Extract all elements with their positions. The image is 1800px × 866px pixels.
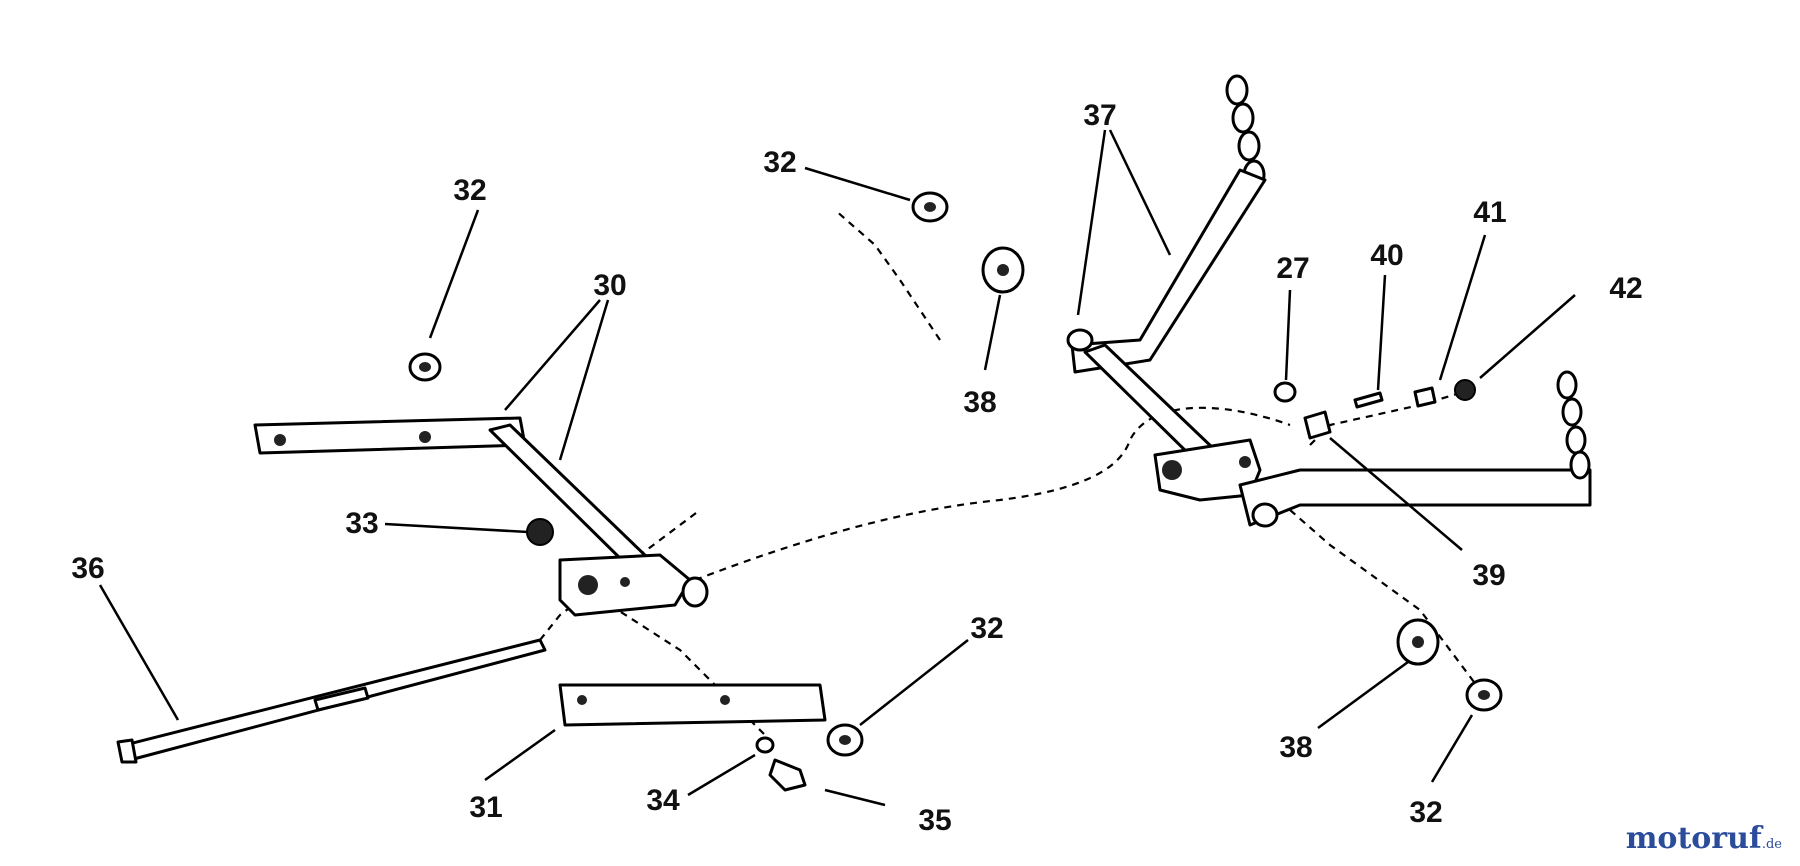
callout-32-lower-right: 32 bbox=[1409, 796, 1442, 829]
arm-hole bbox=[274, 434, 286, 446]
upper-hanger-arm bbox=[1070, 168, 1267, 374]
callout-42: 42 bbox=[1609, 272, 1642, 305]
callout-39: 39 bbox=[1472, 559, 1505, 592]
plate-hole bbox=[620, 577, 630, 587]
rod-clip bbox=[313, 686, 370, 712]
lower-hanger-arm bbox=[1238, 468, 1592, 527]
bracket-hole bbox=[1239, 456, 1251, 468]
washer-hole bbox=[997, 264, 1009, 276]
callout-38-top: 38 bbox=[963, 386, 996, 419]
bushing bbox=[1413, 386, 1437, 408]
lock-nut bbox=[1454, 379, 1476, 401]
washer-hole bbox=[839, 735, 851, 745]
small-washer bbox=[755, 736, 775, 754]
callout-36: 36 bbox=[71, 552, 104, 585]
leader-lines bbox=[98, 129, 1576, 807]
washer-hole bbox=[419, 362, 431, 372]
small-washer bbox=[1273, 381, 1297, 403]
bracket-hole bbox=[1162, 460, 1182, 480]
callout-38-bottom: 38 bbox=[1279, 731, 1312, 764]
arm-hole bbox=[419, 431, 431, 443]
arm-pin bbox=[1251, 502, 1279, 528]
spacer-block bbox=[1303, 410, 1332, 440]
washer-hole bbox=[924, 202, 936, 212]
callout-32-bottom: 32 bbox=[970, 612, 1003, 645]
callout-labels: 32 30 33 36 31 34 35 32 32 38 37 27 40 4… bbox=[71, 99, 1642, 837]
brand-name: motoruf bbox=[1625, 821, 1762, 856]
callout-32-top: 32 bbox=[763, 146, 796, 179]
pivot-pin bbox=[681, 576, 709, 608]
left-lift-arm-assembly bbox=[116, 352, 864, 792]
hex-nut bbox=[526, 518, 554, 546]
brand-suffix: .de bbox=[1761, 837, 1782, 852]
washer-hole bbox=[1478, 690, 1490, 700]
callout-31: 31 bbox=[469, 791, 502, 824]
callout-30: 30 bbox=[593, 269, 626, 302]
chain-right bbox=[1556, 370, 1591, 480]
washer-hole bbox=[1412, 636, 1424, 648]
lower-link-bar bbox=[558, 683, 827, 727]
callout-32: 32 bbox=[453, 174, 486, 207]
bar-hole bbox=[577, 695, 587, 705]
rod-head bbox=[116, 738, 138, 764]
callout-34: 34 bbox=[646, 784, 680, 817]
callout-27: 27 bbox=[1276, 252, 1309, 285]
callout-35: 35 bbox=[918, 804, 951, 837]
callout-40: 40 bbox=[1370, 239, 1403, 272]
brand-watermark: motoruf.de bbox=[1626, 821, 1782, 856]
bolt bbox=[768, 758, 807, 792]
upper-lift-arm bbox=[253, 416, 527, 455]
bar-hole bbox=[720, 695, 730, 705]
plate-hole bbox=[578, 575, 598, 595]
main-shaft bbox=[1083, 343, 1217, 462]
right-lift-arm-assembly bbox=[911, 74, 1592, 712]
callout-37: 37 bbox=[1083, 99, 1116, 132]
arm-pin bbox=[1066, 328, 1094, 352]
callout-41: 41 bbox=[1473, 196, 1506, 229]
callout-33: 33 bbox=[345, 507, 378, 540]
set-screw bbox=[1353, 391, 1384, 409]
lift-shaft bbox=[488, 423, 652, 570]
